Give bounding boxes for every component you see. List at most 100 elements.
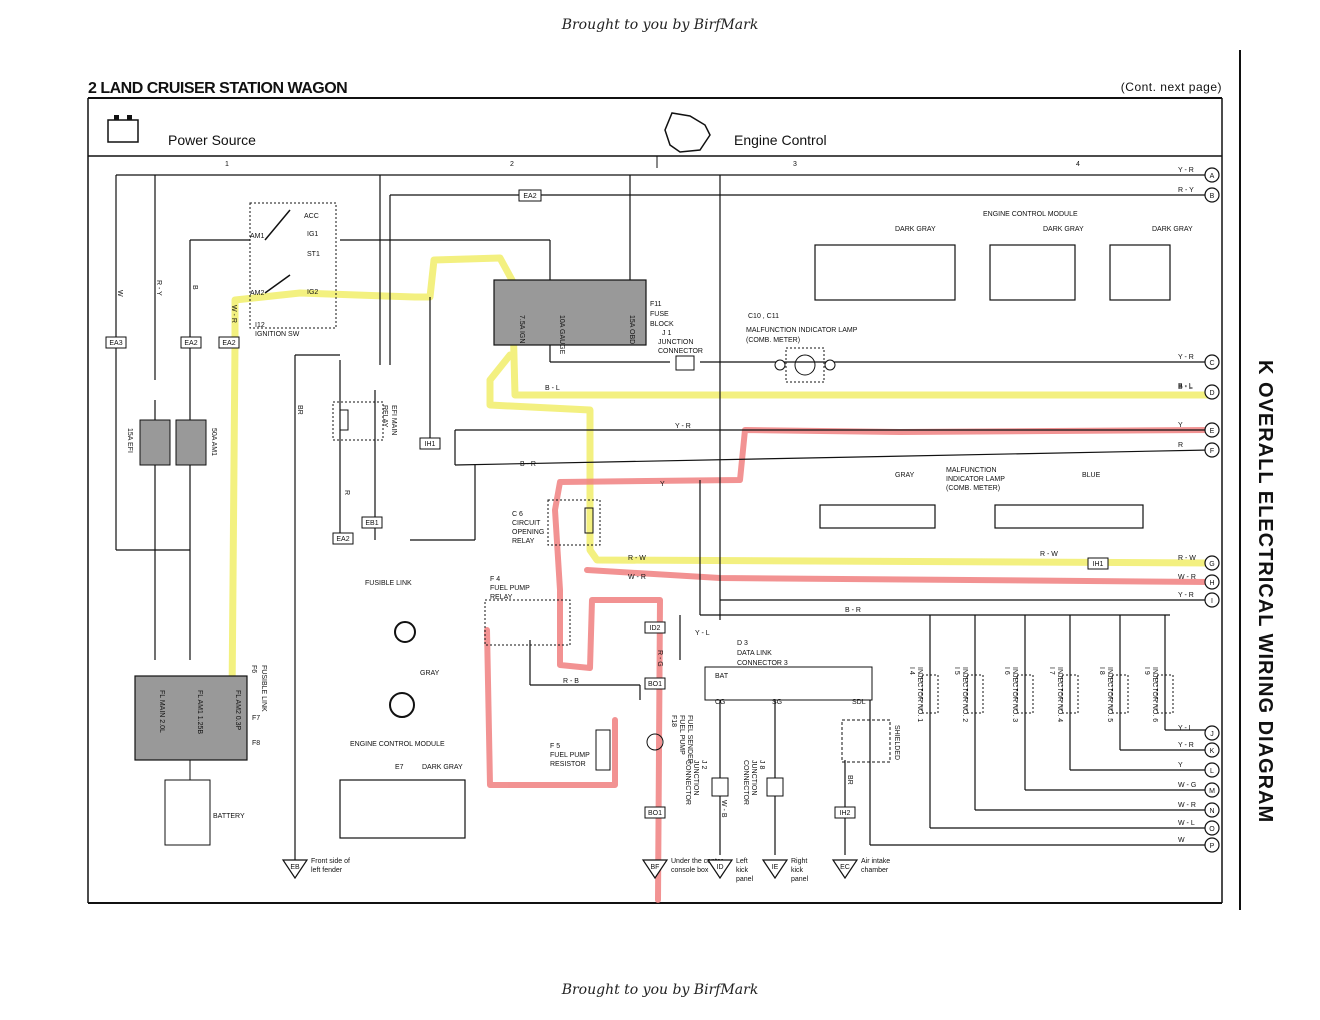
ground-code: EC	[840, 864, 850, 871]
j1-label: CONNECTOR	[658, 348, 703, 355]
col-number: 3	[793, 161, 797, 168]
output-letter: F	[1210, 448, 1214, 455]
connector-bo1: BO1	[648, 681, 662, 688]
fl-ref: F8	[252, 740, 260, 747]
j1-label: JUNCTION	[658, 339, 693, 346]
output-terminal-m	[1204, 782, 1220, 798]
c6-ref: C 6	[512, 511, 523, 518]
output-wire-label: Y	[1178, 762, 1183, 769]
output-terminal-d	[1204, 384, 1220, 400]
fl-ref: F7	[252, 715, 260, 722]
output-wire-label: B - L	[1178, 384, 1193, 391]
output-letter: J	[1210, 731, 1214, 738]
fl-am1: FL AM1 1.25B	[196, 690, 203, 734]
ecm-e6-color: DARK GRAY	[1152, 226, 1193, 233]
injector-label: INJECTOR NO. 3	[1011, 667, 1018, 722]
output-wire-label: W - G	[1178, 782, 1196, 789]
watermark-bottom: Brought to you by BirfMark	[561, 982, 759, 998]
dlc-label: DATA LINK	[737, 650, 772, 657]
output-terminal-b	[1204, 187, 1220, 203]
injector-ref: I 4	[908, 667, 915, 675]
injector-body	[1061, 674, 1079, 714]
col-number: 1	[225, 161, 229, 168]
output-terminal-p	[1204, 837, 1220, 853]
output-letter: A	[1210, 173, 1215, 180]
injector-ref: I 9	[1143, 667, 1150, 675]
wire-label: W - B	[720, 800, 727, 818]
wire-label: BR	[296, 405, 303, 415]
injector-label: INJECTOR NO. 4	[1056, 667, 1063, 722]
output-letter: O	[1209, 826, 1215, 833]
connector-ih1: IH1	[1093, 561, 1104, 568]
output-terminal-n	[1204, 802, 1220, 818]
f4-label: FUEL PUMP	[490, 585, 530, 592]
dlc-ref: D 3	[737, 640, 748, 647]
wire-label: W - R	[628, 574, 646, 581]
output-terminal-g	[1204, 555, 1220, 571]
output-wire-label: R	[1178, 442, 1183, 449]
battery-terminal-icon	[127, 115, 132, 120]
output-wire-label: W - R	[1178, 802, 1196, 809]
ground-desc: panel	[791, 876, 809, 883]
output-letter: B	[1210, 193, 1215, 200]
output-letter: M	[1209, 788, 1215, 795]
ig-term-am1: AM1	[250, 233, 265, 240]
fusible-link-block: FL MAIN 2.0L FL AM1 1.25B FL AM2 0.3P F6…	[134, 665, 267, 846]
c11-color: BLUE	[1082, 472, 1101, 479]
ground-desc: panel	[736, 876, 754, 883]
ground-desc: left fender	[311, 867, 343, 874]
ground-desc: chamber	[861, 867, 889, 874]
output-wire-label: Y - L	[1178, 725, 1193, 732]
injector-ref: I 8	[1098, 667, 1105, 675]
mil-refs: C10 , C11	[748, 313, 779, 320]
wire-label: W	[116, 290, 123, 297]
wire-label: R - B	[563, 678, 579, 685]
wire-label: Y	[660, 481, 665, 488]
connector-ih2: IH2	[840, 810, 851, 817]
ground-symbol	[281, 859, 309, 880]
f5-label: RESISTOR	[550, 761, 586, 768]
injector-body	[921, 674, 939, 714]
j8-label: JUNCTION	[750, 760, 757, 795]
mil-sub: (COMB. METER)	[746, 337, 800, 344]
injector-label: INJECTOR NO. 1	[916, 667, 923, 722]
output-terminal-l	[1204, 762, 1220, 778]
j8-ref: J 8	[758, 760, 765, 769]
fuse-obd: 15A OBD	[628, 315, 635, 344]
efi-relay-ref: EFI MAIN	[390, 405, 397, 435]
shielded-label: SHIELDED	[893, 725, 900, 760]
f18-ref: F18	[670, 715, 677, 727]
ecm-top-title: ENGINE CONTROL MODULE	[983, 211, 1078, 218]
mil-conn-title: MALFUNCTION	[946, 467, 997, 474]
ground-code: ID	[717, 864, 724, 871]
wire-label: W - R	[230, 305, 237, 323]
output-terminal-f	[1204, 442, 1220, 458]
ground-desc: kick	[736, 867, 749, 874]
output-letter: I	[1211, 598, 1213, 605]
ground-desc: Left	[736, 858, 748, 865]
mil-lamp: C10 , C11 MALFUNCTION INDICATOR LAMP (CO…	[746, 313, 858, 383]
wire-label: B - R	[845, 607, 861, 614]
injector-body	[1016, 674, 1034, 714]
battery-label: BATTERY	[213, 813, 245, 820]
fuse-block: 7.5A IGN 10A GAUGE 15A OBD F11 FUSE BLOC…	[493, 279, 703, 371]
c6-label: OPENING	[512, 529, 544, 536]
ig-term-ig2: IG2	[307, 289, 318, 296]
output-wire-label: W	[1178, 837, 1185, 844]
output-terminal-j	[1204, 725, 1220, 741]
output-wire-label: Y - R	[1178, 167, 1194, 174]
output-terminal-o	[1204, 820, 1220, 836]
output-terminal-e	[1204, 422, 1220, 438]
mil-conn-title: INDICATOR LAMP	[946, 476, 1005, 483]
ground-code: IE	[772, 864, 779, 871]
injector-body	[1156, 674, 1174, 714]
fuse-block-ref: F11	[650, 301, 662, 308]
f18-label: FUEL SENDER	[686, 715, 693, 764]
ecm-top: ENGINE CONTROL MODULE DARK GRAY DARK GRA…	[814, 211, 1193, 301]
mil-title: MALFUNCTION INDICATOR LAMP	[746, 327, 858, 334]
injector-body	[966, 674, 984, 714]
fl-am2: FL AM2 0.3P	[234, 690, 241, 731]
ground-desc: Right	[791, 858, 807, 865]
dlc-pin: SDL	[852, 699, 866, 706]
